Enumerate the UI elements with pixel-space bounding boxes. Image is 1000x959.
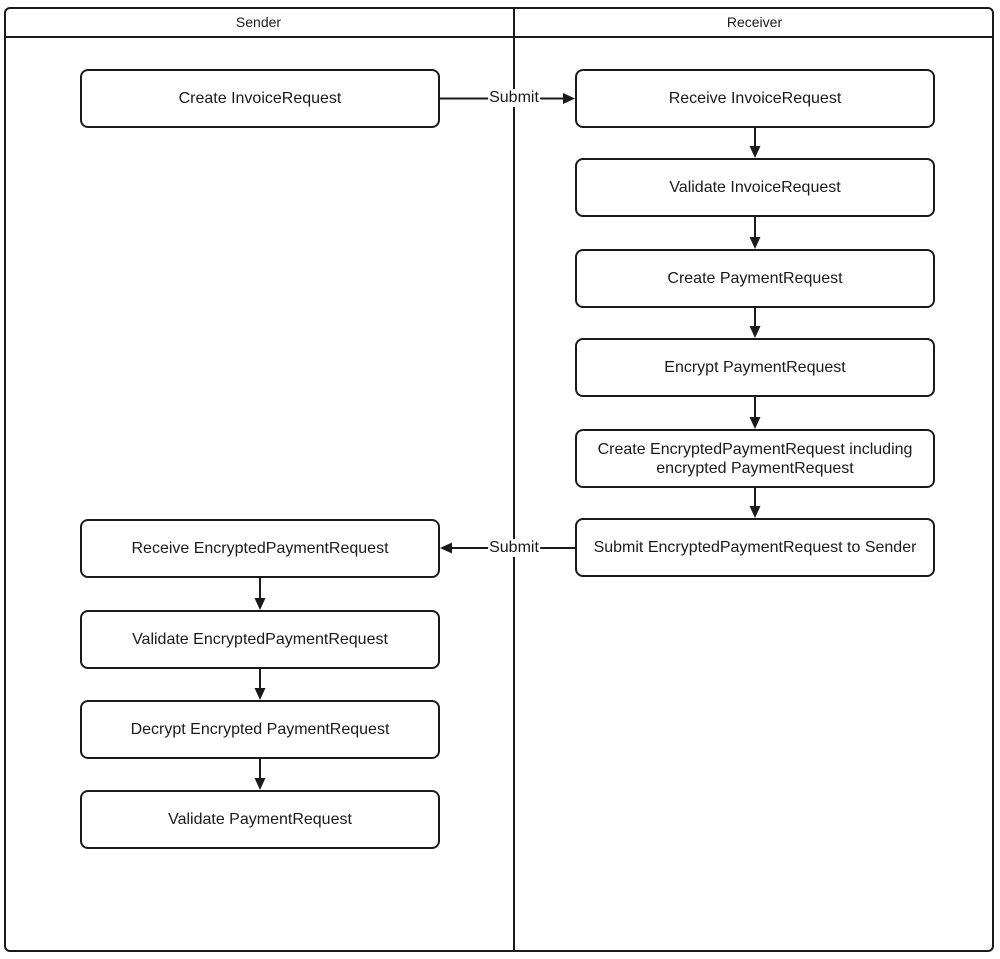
node-validate-paymentrequest: Validate PaymentRequest: [80, 790, 440, 849]
node-create-paymentrequest: Create PaymentRequest: [575, 249, 935, 308]
edge-label-submit-payment: Submit: [488, 539, 540, 557]
lane-title-receiver: Receiver: [726, 13, 783, 30]
lane-divider: [513, 7, 515, 952]
node-validate-encryptedpaymentrequest: Validate EncryptedPaymentRequest: [80, 610, 440, 669]
node-receive-encryptedpaymentrequest: Receive EncryptedPaymentRequest: [80, 519, 440, 578]
lane-title-sender: Sender: [235, 13, 282, 30]
node-decrypt-encrypted-paymentrequest: Decrypt Encrypted PaymentRequest: [80, 700, 440, 759]
node-encrypt-paymentrequest: Encrypt PaymentRequest: [575, 338, 935, 397]
diagram-outer-border: [4, 7, 994, 952]
edge-label-submit-invoice: Submit: [488, 89, 540, 107]
node-receive-invoicerequest: Receive InvoiceRequest: [575, 69, 935, 128]
lane-header-separator: [4, 36, 994, 38]
node-validate-invoicerequest: Validate InvoiceRequest: [575, 158, 935, 217]
node-submit-encryptedpaymentrequest-to-sender: Submit EncryptedPaymentRequest to Sender: [575, 518, 935, 577]
node-create-invoicerequest: Create InvoiceRequest: [80, 69, 440, 128]
node-create-encryptedpaymentrequest: Create EncryptedPaymentRequest including…: [575, 429, 935, 488]
